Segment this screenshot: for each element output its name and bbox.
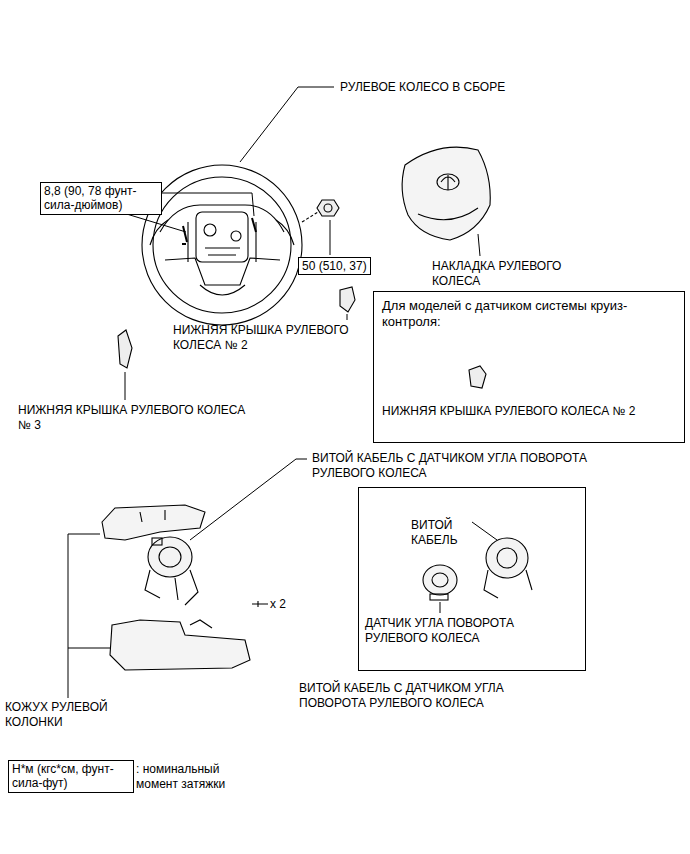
lower-cover-part [469,366,486,388]
leader-lines [68,87,497,698]
part-name: ВИТОЙ КАБЕЛЬ [411,518,491,548]
screw [252,601,268,607]
part-name: ДАТЧИК УГЛА ПОВОРОТА РУЛЕВОГО КОЛЕСА [365,616,565,646]
spiral-cable [145,537,198,605]
frame-heading: Для моделей с датчиком системы круиз-кон… [382,298,674,331]
torque-value: 8,8 (90, 78 фунт-сила-дюймов) [44,184,158,213]
legend-text: : номинальный момент затяжки [136,762,256,792]
variant-frame: ВИТОЙ КАБЕЛЬ ДАТЧИК УГЛА ПОВОРОТА РУЛЕВОГ… [358,487,586,671]
nut [302,200,339,222]
quantity: x 2 [270,597,286,612]
angle-sensor [423,565,457,600]
part-name: НИЖНЯЯ КРЫШКА РУЛЕВОГО КОЛЕСА № 3 [18,403,248,433]
part-name: ВИТОЙ КАБЕЛЬ С ДАТЧИКОМ УГЛА ПОВОРОТА РУ… [299,681,559,711]
torque-box: 50 (510, 37) [298,257,371,275]
torque-value: 50 (510, 37) [302,259,367,273]
torque-value: Н*м (кгс*см, фунт-сила-фут) [12,762,130,791]
steering-wheel [142,165,302,325]
part-name: КОЖУХ РУЛЕВОЙ КОЛОНКИ [5,700,145,730]
lower-cover-part [340,287,355,312]
part-name: НАКЛАДКА РУЛЕВОГО КОЛЕСА [432,259,602,289]
column-shroud [102,505,250,670]
torque-box: 8,8 (90, 78 фунт-сила-дюймов) [40,182,162,215]
spiral-cable [484,538,532,598]
steering-pad [402,147,490,240]
variant-frame: Для моделей с датчиком системы круиз-кон… [373,291,685,443]
legend-box: Н*м (кгс*см, фунт-сила-фут) [8,760,134,793]
lower-cover-part [118,330,132,368]
part-name: ВИТОЙ КАБЕЛЬ С ДАТЧИКОМ УГЛА ПОВОРОТА РУ… [312,451,652,481]
part-name: НИЖНЯЯ КРЫШКА РУЛЕВОГО КОЛЕСА № 2 [382,404,674,419]
part-name: РУЛЕВОЕ КОЛЕСО В СБОРЕ [340,80,505,95]
part-name: НИЖНЯЯ КРЫШКА РУЛЕВОГО КОЛЕСА № 2 [173,323,383,353]
